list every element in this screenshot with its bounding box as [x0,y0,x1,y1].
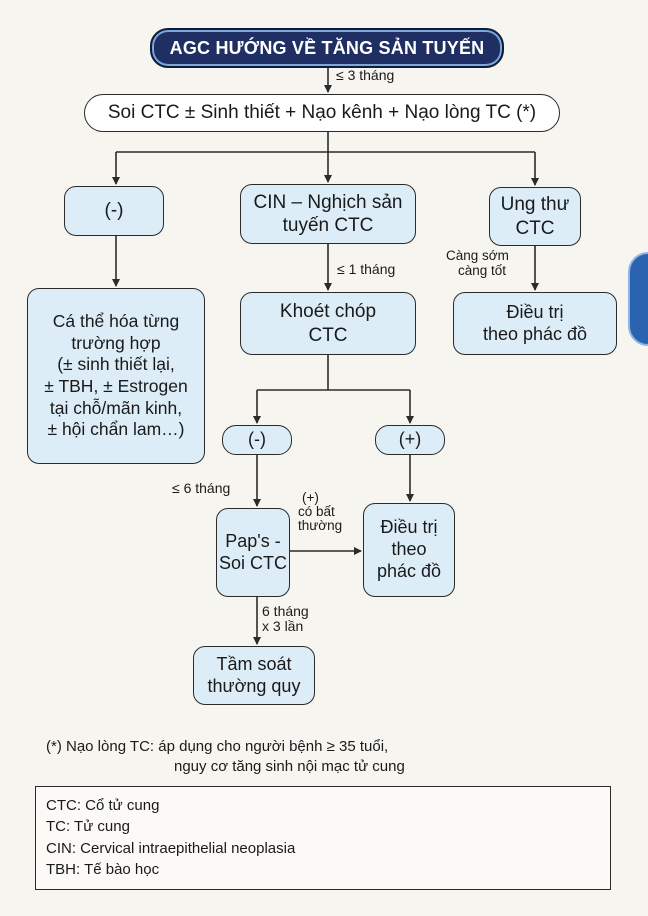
edge-label-asap: Càng sớm càng tốt [446,248,509,279]
paps-box: Pap's - Soi CTC [216,508,290,597]
edge-label-abnormal: (+) có bất thường [298,490,343,534]
page-edge-tab [628,252,648,346]
routine-screening-box: Tầm soát thường quy [193,646,315,705]
edge-label-1-month: ≤ 1 tháng [337,261,396,277]
edge-label-6-months: ≤ 6 tháng [172,480,231,496]
negative-result-label: (-) [104,200,124,222]
treatment-2-line-3: phác đồ [376,560,442,581]
edge-label-6-months-x3-line-2: x 3 lần [262,618,304,635]
cancer-line-2: CTC [515,217,555,239]
screening-line-1: Tầm soát [216,653,292,674]
cin-line-1: CIN – Nghịch sản [253,191,403,213]
cin-line-2: tuyến CTC [282,215,374,236]
abbreviation-legend: CTC: Cổ tử cung TC: Tử cung CIN: Cervica… [35,786,611,890]
treatment-protocol-box-1: Điều trị theo phác đồ [453,292,617,355]
legend-item-tc: TC: Tử cung [46,818,130,836]
cin-box: CIN – Nghịch sản tuyến CTC [240,184,416,244]
treatment-1-line-1: Điều trị [506,301,564,322]
paps-line-2: Soi CTC [218,552,287,573]
treatment-protocol-box-2: Điều trị theo phác đồ [363,503,455,597]
cancer-line-1: Ung thư [500,194,570,216]
main-procedure-box: Soi CTC ± Sinh thiết + Nạo kênh + Nạo lò… [84,94,560,132]
screening-line-2: thường quy [207,675,301,696]
cone-positive-label: (+) [398,429,422,450]
treatment-2-line-1: Điều trị [380,517,438,538]
page-title: AGC HƯỚNG VỀ TĂNG SẢN TUYẾN [150,28,504,68]
individualize-box: Cá thể hóa từng trường hợp (± sinh thiết… [27,288,205,464]
individualize-line-5: tại chỗ/mãn kinh, [49,397,183,418]
legend-item-ctc: CTC: Cổ tử cung [46,797,160,814]
footnote: (*) Nạo lòng TC: áp dụng cho người bệnh … [46,737,476,776]
legend-item-tbh: TBH: Tế bào học [46,861,160,879]
edge-label-asap-line-1: Càng sớm [446,248,509,263]
conization-box: Khoét chóp CTC [240,292,416,355]
individualize-line-6: ± hội chẩn lam…) [47,419,185,440]
individualize-line-3: (± sinh thiết lại, [57,354,175,375]
edge-label-6-months-x3-line-1: 6 tháng [262,603,309,619]
edge-label-abnormal-line-2: có bất [298,504,335,520]
edge-label-asap-line-2: càng tốt [458,262,507,278]
treatment-2-line-2: theo [391,539,427,560]
negative-result-box: (-) [64,186,164,236]
cancer-box: Ung thư CTC [489,187,581,246]
edge-label-6-months-x3: 6 tháng x 3 lần [262,603,309,635]
individualize-line-1: Cá thể hóa từng [52,311,180,332]
individualize-line-4: ± TBH, ± Estrogen [44,376,188,396]
footnote-line-2: nguy cơ tăng sinh nội mạc tử cung [174,757,405,775]
edge-label-abnormal-line-3: thường [298,518,343,534]
cone-negative-label: (-) [248,429,266,450]
cone-positive-box: (+) [375,425,445,455]
individualize-line-2: trường hợp [71,332,161,353]
paps-line-1: Pap's - [225,530,281,551]
conization-line-2: CTC [308,324,348,346]
cone-negative-box: (-) [222,425,292,455]
treatment-1-line-2: theo phác đồ [482,323,588,344]
conization-line-1: Khoét chóp [279,301,377,323]
edge-label-abnormal-line-1: (+) [302,490,319,505]
footnote-line-1: (*) Nạo lòng TC: áp dụng cho người bệnh … [46,738,389,755]
edge-label-3-months: ≤ 3 tháng [336,67,395,83]
legend-item-cin: CIN: Cervical intraepithelial neoplasia [46,839,296,857]
